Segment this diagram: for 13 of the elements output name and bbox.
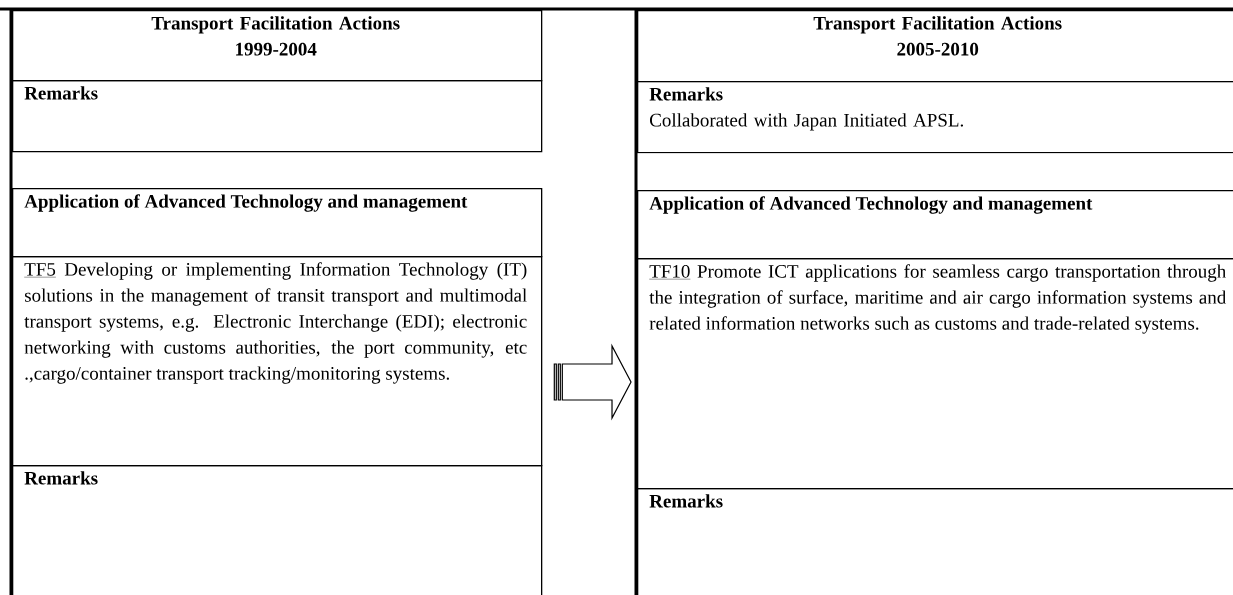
action-cell: TF5 Developing or implementing Information Technology (IT) solutions in the management of transit transport and multimodal transport systems, e.g. Electronic Interchange (EDI); electronic networking with customs authorities, the port community, etc .,cargo/container transport tracking/monitoring systems. (12, 256, 543, 467)
node-label: 2005-2010 (897, 42, 979, 56)
remarks-cell: Remarks (12, 80, 543, 153)
heading-cell: Application of Advanced Technology and management (12, 188, 543, 258)
remarks-cell: Remarks Collaborated with Japan Initiated APSL. (637, 81, 1233, 154)
remarks-cell: Remarks (12, 465, 543, 595)
remarks-cell: Remarks (637, 488, 1233, 595)
action-cell: TF10 Promote ICT applications for seamless cargo transportation through the integration of surface, maritime and air cargo information systems and related information networks such as customs and trade-related systems. (637, 258, 1233, 490)
node-label: Transport Facilitation Actions (813, 16, 1062, 34)
node-label: Transport Facilitation Actions (151, 16, 400, 34)
node-label: 1999-2004 (236, 42, 317, 56)
heading-cell: Application of Advanced Technology and management (637, 190, 1233, 260)
block-arrow (553, 343, 632, 421)
